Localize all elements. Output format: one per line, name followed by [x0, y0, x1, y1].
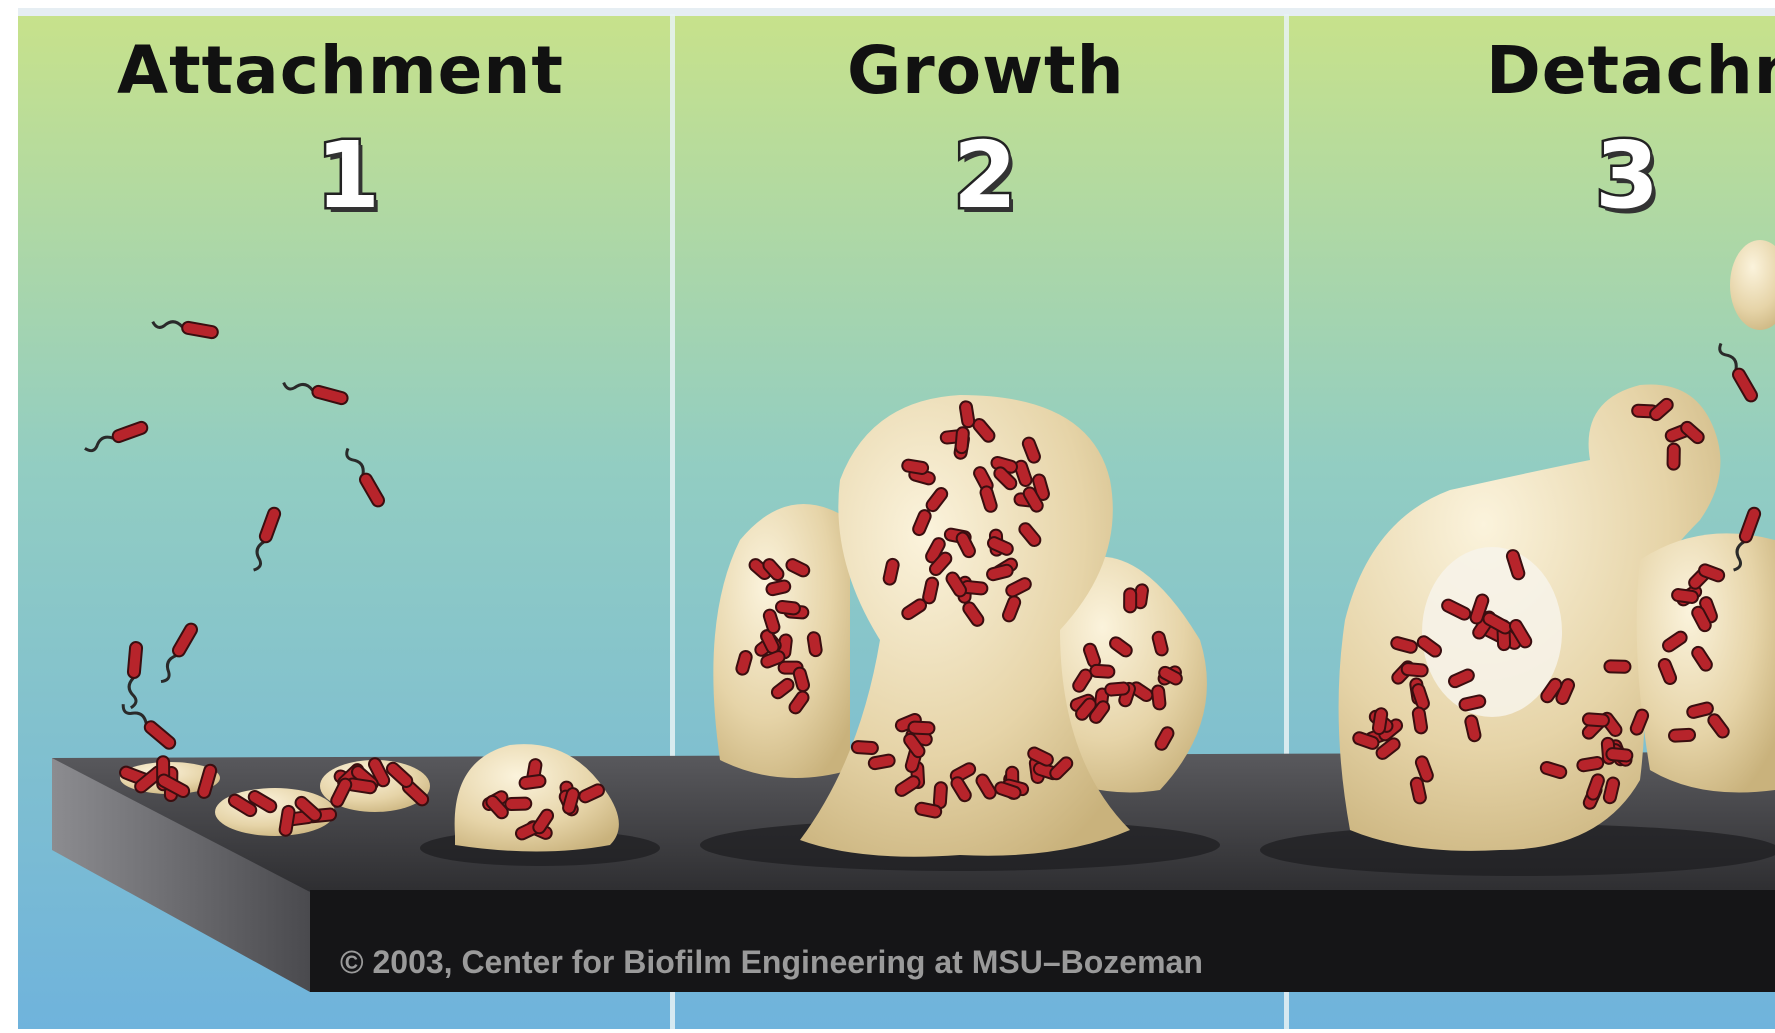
- stage-title-attachment: Attachment: [117, 32, 564, 109]
- copyright-notice: © 2003, Center for Biofilm Engineering a…: [340, 944, 1203, 981]
- bacterium: [1669, 729, 1696, 742]
- bacterium: [1583, 713, 1610, 727]
- bacterium: [1667, 444, 1679, 470]
- stage-number-3: 3: [1567, 122, 1687, 229]
- bacterium: [1401, 663, 1428, 677]
- bacterium: [1090, 664, 1115, 678]
- stage-title-detachment: Detachm: [1486, 32, 1775, 109]
- stage-title-growth: Growth: [847, 32, 1125, 109]
- bacterium: [1124, 588, 1136, 612]
- top-border: [18, 8, 1775, 16]
- bacterium: [1152, 685, 1166, 710]
- bacterium: [775, 600, 800, 615]
- stage-number-2: 2: [925, 122, 1045, 229]
- stage-number-1: 1: [288, 122, 408, 229]
- bacterium: [955, 427, 969, 454]
- bacterium: [852, 741, 879, 755]
- bacterium: [519, 774, 546, 789]
- bacterium: [1671, 588, 1698, 603]
- bacterium: [908, 721, 934, 734]
- bacterium: [1606, 748, 1633, 762]
- bacterium: [505, 797, 531, 810]
- bacterium: [1105, 682, 1130, 696]
- bacterium: [1604, 660, 1630, 673]
